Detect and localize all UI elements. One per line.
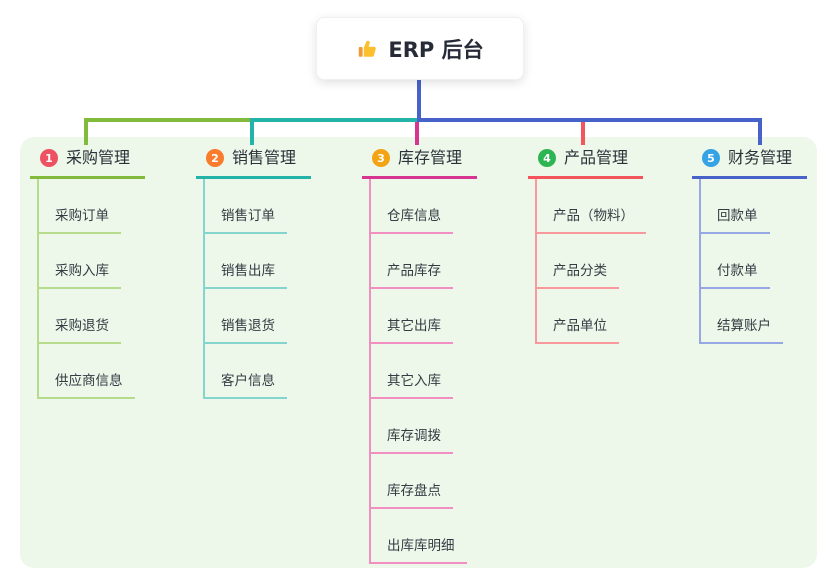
child-node[interactable]: 回款单 [701,179,770,234]
branch-number-badge: 3 [372,149,390,167]
child-label: 其它出库 [387,318,441,334]
child-node[interactable]: 其它入库 [371,344,453,399]
branch-children: 产品（物料） 产品分类 产品单位 [535,179,646,344]
branch-node[interactable]: 4 产品管理 [528,143,643,179]
child-node[interactable]: 采购退货 [39,289,121,344]
branch-drop-line [250,118,254,145]
branch: 4 产品管理 产品（物料） 产品分类 产品单位 [528,143,646,344]
branch-label: 库存管理 [398,148,463,167]
branch-drop-line [758,118,762,145]
branch-number-badge: 1 [40,149,58,167]
branch-number-badge: 5 [702,149,720,167]
child-label: 产品单位 [553,318,607,334]
branch-label: 采购管理 [66,148,131,167]
child-node[interactable]: 产品（物料） [537,179,646,234]
child-node[interactable]: 采购订单 [39,179,121,234]
child-label: 结算账户 [717,318,771,334]
branch-label: 产品管理 [564,148,629,167]
child-label: 销售退货 [221,318,275,334]
branch-children: 仓库信息 产品库存 其它出库 其它入库 库存调拨 库存盘点 出库库明细 [369,179,467,564]
branch-node[interactable]: 3 库存管理 [362,143,477,179]
child-label: 库存调拨 [387,428,441,444]
branch: 3 库存管理 仓库信息 产品库存 其它出库 其它入库 库存调拨 库存盘点 出库库… [362,143,477,564]
child-label: 采购订单 [55,208,109,224]
child-label: 出库库明细 [387,538,455,554]
branch-number-badge: 4 [538,149,556,167]
child-node[interactable]: 库存盘点 [371,454,453,509]
root-node[interactable]: ERP 后台 [316,17,524,80]
child-label: 客户信息 [221,373,275,389]
branch-children: 采购订单 采购入库 采购退货 供应商信息 [37,179,135,399]
child-label: 仓库信息 [387,208,441,224]
child-label: 产品分类 [553,263,607,279]
child-node[interactable]: 结算账户 [701,289,783,344]
branch-label: 财务管理 [728,148,793,167]
branch-label: 销售管理 [232,148,297,167]
top-connector-segment [84,118,254,122]
child-node[interactable]: 产品库存 [371,234,453,289]
root-connector-line [417,80,421,122]
child-node[interactable]: 仓库信息 [371,179,453,234]
child-label: 库存盘点 [387,483,441,499]
child-node[interactable]: 付款单 [701,234,770,289]
branches-panel [20,137,817,568]
child-label: 产品（物料） [553,208,634,224]
child-label: 销售订单 [221,208,275,224]
branch: 2 销售管理 销售订单 销售出库 销售退货 客户信息 [196,143,311,399]
branch: 5 财务管理 回款单 付款单 结算账户 [692,143,807,344]
top-connector-segment [250,118,421,122]
branch: 1 采购管理 采购订单 采购入库 采购退货 供应商信息 [30,143,145,399]
child-node[interactable]: 客户信息 [205,344,287,399]
child-node[interactable]: 销售退货 [205,289,287,344]
branch-number-badge: 2 [206,149,224,167]
branch-drop-line [84,118,88,145]
child-node[interactable]: 供应商信息 [39,344,135,399]
child-node[interactable]: 库存调拨 [371,399,453,454]
child-label: 采购入库 [55,263,109,279]
child-node[interactable]: 其它出库 [371,289,453,344]
child-label: 产品库存 [387,263,441,279]
branch-drop-line [581,118,585,145]
branch-children: 回款单 付款单 结算账户 [699,179,783,344]
thumbs-up-icon [356,38,378,60]
child-node[interactable]: 销售订单 [205,179,287,234]
child-label: 付款单 [717,263,758,279]
branch-drop-line [415,118,419,145]
branch-node[interactable]: 5 财务管理 [692,143,807,179]
child-label: 采购退货 [55,318,109,334]
branch-node[interactable]: 2 销售管理 [196,143,311,179]
child-label: 回款单 [717,208,758,224]
child-label: 其它入库 [387,373,441,389]
child-node[interactable]: 产品分类 [537,234,619,289]
child-node[interactable]: 采购入库 [39,234,121,289]
child-label: 销售出库 [221,263,275,279]
root-label: ERP 后台 [388,37,484,62]
child-node[interactable]: 出库库明细 [371,509,467,564]
child-label: 供应商信息 [55,373,123,389]
top-connector-segment [417,118,762,122]
child-node[interactable]: 产品单位 [537,289,619,344]
child-node[interactable]: 销售出库 [205,234,287,289]
branch-children: 销售订单 销售出库 销售退货 客户信息 [203,179,287,399]
branch-node[interactable]: 1 采购管理 [30,143,145,179]
